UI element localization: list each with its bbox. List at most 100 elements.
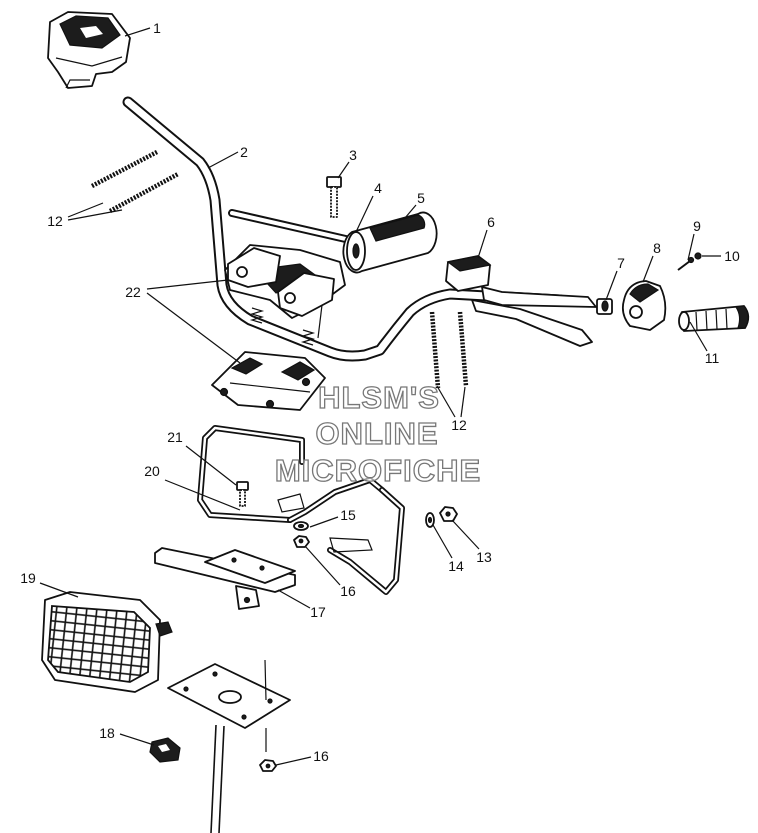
part-6-switch-housing xyxy=(445,255,492,292)
grip-end-cap xyxy=(734,305,749,329)
part-19-headlight xyxy=(41,591,173,693)
pad-end-hole xyxy=(352,243,360,259)
leader-line-13 xyxy=(451,519,480,550)
steering-shaft xyxy=(210,659,267,833)
crossbar-brace-fill xyxy=(230,211,352,242)
clamp-left-hole xyxy=(236,266,248,278)
part-17-mounting-plate xyxy=(154,547,296,610)
part-4-5-crossbar-pad xyxy=(342,211,438,274)
callout-8: 8 xyxy=(653,240,661,256)
bottom-plate-hole-3 xyxy=(267,698,273,704)
pod-seam-lower xyxy=(65,79,90,89)
leader-line-16b xyxy=(275,756,312,766)
bracket-rod-right-fill xyxy=(328,488,404,594)
clamp-right-hole xyxy=(284,292,296,304)
plate-17-raised xyxy=(204,549,296,584)
leader-line-2 xyxy=(207,151,239,169)
bottom-mounting-plate xyxy=(167,663,291,729)
leader-line-5 xyxy=(404,204,417,219)
shaft-upper-line xyxy=(264,659,267,701)
switch-top xyxy=(446,255,492,272)
headlight-lens xyxy=(47,605,151,683)
bracket-tab xyxy=(329,537,373,553)
nut-13-hole xyxy=(445,511,451,517)
leader-line-3 xyxy=(337,161,350,179)
leader-line-7 xyxy=(605,270,618,301)
lower-plate-hole-2 xyxy=(265,399,275,409)
part-22-upper-clamps xyxy=(224,244,346,346)
callout-6: 6 xyxy=(487,214,495,230)
callout-16-upper: 16 xyxy=(340,583,356,599)
bottom-plate-hole-1 xyxy=(183,686,189,692)
clamp-spring-right xyxy=(300,329,316,346)
part-15-washer xyxy=(293,521,309,531)
part-3-bolt xyxy=(326,176,342,218)
bottom-plate-hole-2 xyxy=(212,671,218,677)
watermark: HLSM'S ONLINE MICROFICHE xyxy=(274,379,481,488)
callout-18: 18 xyxy=(99,725,115,741)
leader-line-11 xyxy=(689,321,708,352)
leader-line-12b-2 xyxy=(460,386,466,418)
brake-lever xyxy=(471,286,597,347)
shaft-line-right xyxy=(218,725,225,833)
stud-left-upper xyxy=(90,150,159,188)
part-1-headlight-pod xyxy=(47,11,131,89)
screw-9-shank xyxy=(677,260,691,271)
callout-20: 20 xyxy=(144,463,160,479)
leader-line-22-1 xyxy=(146,279,229,290)
washer-14-hole xyxy=(427,516,433,524)
screw-9-head xyxy=(687,256,695,264)
part-16-nut-upper xyxy=(293,535,310,548)
part-8-throttle-housing xyxy=(621,280,667,331)
lower-plate-boss-right xyxy=(280,361,316,381)
bolt-21-shank xyxy=(239,489,246,507)
part-7-bushing xyxy=(596,298,613,315)
grip-open-end xyxy=(678,311,690,331)
callout-3: 3 xyxy=(349,147,357,163)
part-18-clip xyxy=(149,737,181,763)
leader-line-12a-1 xyxy=(67,202,104,218)
callout-22: 22 xyxy=(125,284,141,300)
leader-line-22-2 xyxy=(146,292,241,364)
callout-15: 15 xyxy=(340,507,356,523)
leader-line-16a xyxy=(304,545,341,586)
callout-1: 1 xyxy=(153,20,161,36)
part-16-nut-lower xyxy=(259,759,277,772)
washer-15-hole xyxy=(297,523,305,529)
leader-line-21 xyxy=(185,445,237,486)
callout-21: 21 xyxy=(167,429,183,445)
watermark-line-2: ONLINE xyxy=(315,416,438,451)
part-13-nut xyxy=(439,506,458,522)
clamp-stud-line xyxy=(317,304,323,339)
throttle-top xyxy=(629,283,660,303)
part-12-studs-left xyxy=(90,150,180,213)
grip-ribs xyxy=(695,308,728,331)
leader-line-14 xyxy=(432,524,453,559)
bolt-shank xyxy=(330,186,338,218)
callout-9: 9 xyxy=(693,218,701,234)
watermark-line-1: HLSM'S xyxy=(318,380,440,415)
part-22-lower-clamp-plate xyxy=(211,351,326,411)
part-12-studs-right xyxy=(429,311,469,389)
nut-16-lower-hole xyxy=(265,763,271,769)
callout-16-lower: 16 xyxy=(313,748,329,764)
part-10-screw xyxy=(694,252,702,260)
lower-plate-ridge xyxy=(229,382,311,393)
leader-line-18 xyxy=(119,733,155,746)
callout-labels: 1 2 3 4 5 6 7 8 9 10 11 12 12 13 14 15 1… xyxy=(20,20,740,764)
handlebar-tube-fill xyxy=(124,98,564,360)
callout-11: 11 xyxy=(705,350,720,366)
part-20-headlight-bracket xyxy=(197,425,405,595)
bracket-rod-left-fill xyxy=(198,426,304,522)
shaft-line-left xyxy=(210,724,217,833)
pod-hood-highlight xyxy=(80,26,103,38)
part-11-grip xyxy=(678,305,750,332)
part-9-screw xyxy=(677,256,695,271)
clip-highlight xyxy=(158,744,170,752)
part-21-bolt xyxy=(236,481,249,507)
watermark-line-3: MICROFICHE xyxy=(275,453,481,488)
plate-17-hole-3 xyxy=(259,565,265,571)
leader-line-4 xyxy=(355,195,374,233)
leader-line-17 xyxy=(277,589,311,609)
